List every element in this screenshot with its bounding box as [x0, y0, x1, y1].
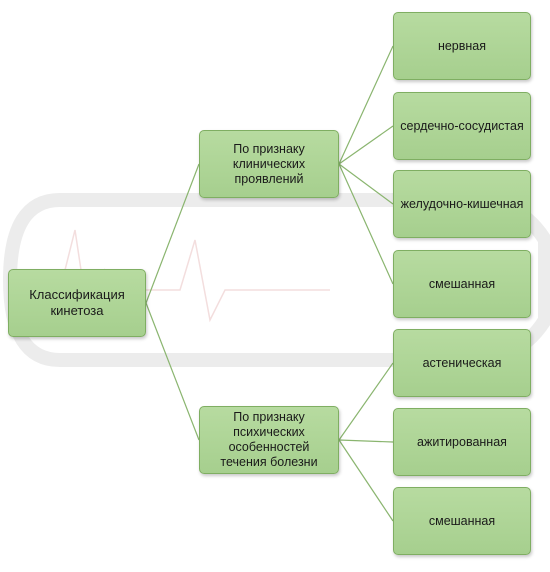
- branch-node-line: течения болезни: [220, 455, 318, 469]
- leaf-node-label: сердечно-сосудистая: [400, 118, 524, 133]
- leaf-node-cardiovascular: сердечно-сосудистая: [393, 92, 531, 160]
- branch-node-clinical-manifestations: По признаку клинических проявлений: [199, 130, 339, 198]
- leaf-node-nervous: нервная: [393, 12, 531, 80]
- connector-mid2-leaf5: [338, 439, 394, 443]
- leaf-node-agitated: ажитированная: [393, 408, 531, 476]
- leaf-node-mixed-clinical: смешанная: [393, 250, 531, 318]
- branch-node-line: особенностей: [228, 440, 310, 454]
- connector-mid1-leaf1: [338, 125, 394, 165]
- connector-mid1-leaf0: [338, 45, 394, 165]
- leaf-node-label: желудочно-кишечная: [400, 196, 524, 211]
- branch-node-psychological-course: По признаку психических особенностей теч…: [199, 406, 339, 474]
- connector-mid2-leaf4: [338, 362, 394, 441]
- connector-root-mid2: [145, 302, 200, 441]
- root-node-kinetosis-classification: Классификация кинетоза: [8, 269, 146, 337]
- leaf-node-asthenic: астеническая: [393, 329, 531, 397]
- branch-node-line: По признаку: [233, 410, 305, 424]
- root-node-line: кинетоза: [50, 303, 104, 318]
- branch-node-line: По признаку: [233, 141, 305, 156]
- connector-root-mid1: [145, 163, 200, 304]
- leaf-node-gastrointestinal: желудочно-кишечная: [393, 170, 531, 238]
- root-node-line: Классификация: [29, 287, 125, 302]
- leaf-node-mixed-psychological: смешанная: [393, 487, 531, 555]
- connector-mid1-leaf2: [338, 163, 394, 205]
- branch-node-line: психических: [233, 425, 305, 439]
- leaf-node-label: смешанная: [428, 276, 496, 291]
- leaf-node-label: смешанная: [428, 513, 496, 528]
- branch-node-line: клинических: [232, 156, 306, 171]
- branch-node-line: проявлений: [234, 171, 304, 186]
- leaf-node-label: нервная: [437, 38, 487, 53]
- connector-mid2-leaf6: [338, 439, 394, 522]
- leaf-node-label: астеническая: [422, 355, 502, 370]
- leaf-node-label: ажитированная: [417, 434, 507, 449]
- connector-mid1-leaf3: [338, 163, 394, 285]
